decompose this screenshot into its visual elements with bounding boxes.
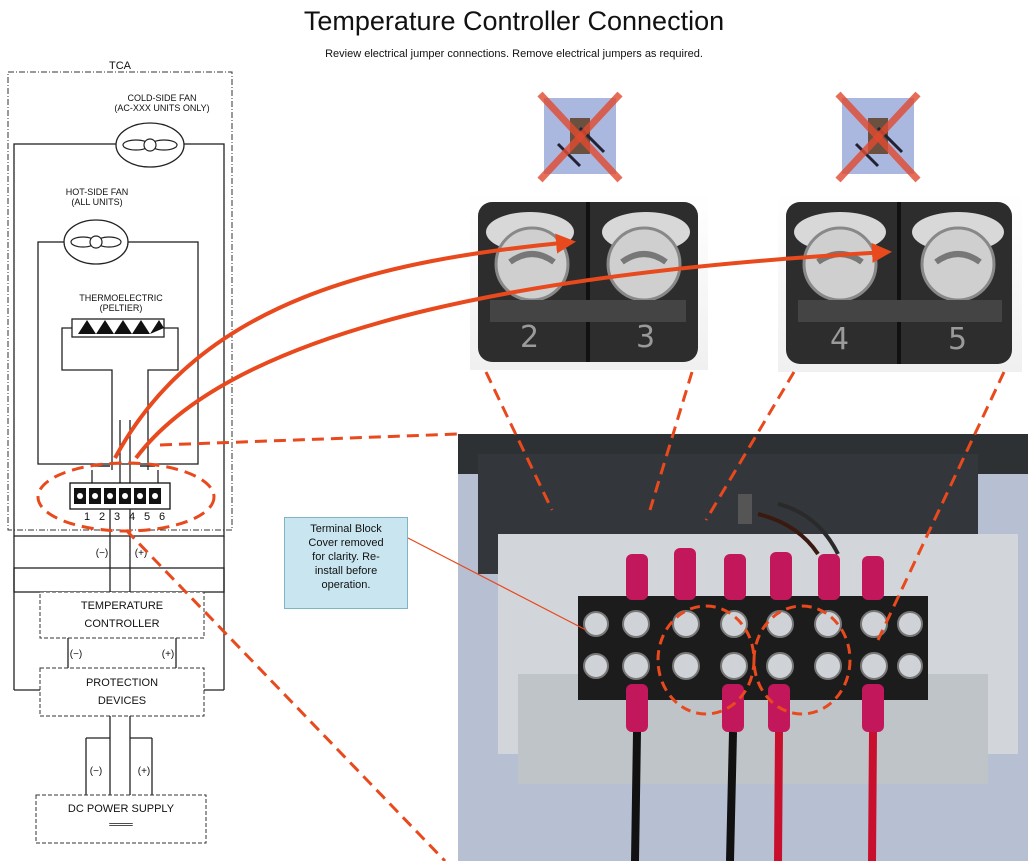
peltier-label: THERMOELECTRIC (PELTIER) <box>79 293 163 313</box>
terminal-cover-callout: Terminal Block Cover removed for clarity… <box>284 517 408 609</box>
cold-fan-label: COLD-SIDE FAN (AC-XXX UNITS ONLY) <box>114 93 210 113</box>
temperature-controller-label: TEMPERATURE CONTROLLER <box>80 600 164 630</box>
terminal-block-photo <box>458 434 1028 861</box>
polarity-neg-upper: (−) <box>95 548 109 559</box>
terminal-number-1: 1 <box>83 511 91 523</box>
dc-symbol: ═══ <box>109 819 133 831</box>
protection-devices-label: PROTECTION DEVICES <box>85 677 159 707</box>
page-title: Temperature Controller Connection <box>303 6 725 36</box>
jumper-removed-icon-right <box>835 91 921 183</box>
closeup-number-4: 4 <box>830 322 850 357</box>
terminal-number-6: 6 <box>158 511 166 523</box>
terminal-number-3: 3 <box>113 511 121 523</box>
jumper-removed-icon-left <box>537 91 623 183</box>
polarity-neg-lower: (−) <box>89 766 103 777</box>
closeup-number-5: 5 <box>948 322 968 357</box>
dc-power-supply-label: DC POWER SUPPLY <box>67 803 175 815</box>
closeup-photo-terminals-2-3: 2 3 <box>470 192 708 370</box>
closeup-number-3: 3 <box>636 320 656 355</box>
page-subtitle: Review electrical jumper connections. Re… <box>325 48 703 60</box>
polarity-pos-lower: (+) <box>137 766 151 777</box>
hot-fan-label: HOT-SIDE FAN (ALL UNITS) <box>65 187 129 207</box>
controller-outline <box>13 567 225 593</box>
polarity-pos-upper: (+) <box>134 548 148 559</box>
closeup-photo-terminals-4-5: 4 5 <box>778 192 1022 372</box>
polarity-neg-middle: (−) <box>69 649 83 660</box>
tca-label: TCA <box>109 60 131 72</box>
terminal-number-4: 4 <box>128 511 136 523</box>
closeup-number-2: 2 <box>520 320 540 355</box>
terminal-number-5: 5 <box>143 511 151 523</box>
terminal-number-2: 2 <box>98 511 106 523</box>
polarity-pos-middle: (+) <box>161 649 175 660</box>
